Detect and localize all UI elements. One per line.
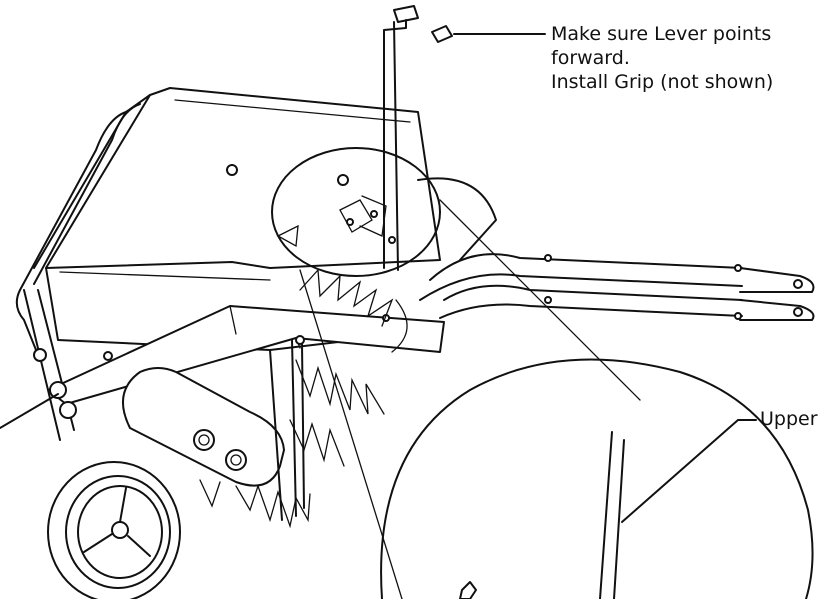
left-callout-leader — [0, 393, 59, 429]
lever-callout-line-3: Install Grip (not shown) — [551, 71, 774, 93]
center-post — [269, 339, 305, 521]
detail-circle-large — [380, 358, 814, 599]
lever-callout-label: Make sure Lever points forward. Install … — [551, 22, 773, 94]
wheel — [47, 381, 181, 599]
tow-hitch-arms — [417, 177, 815, 321]
lever-callout-line-1: Make sure Lever points — [551, 23, 772, 45]
detail-connectors — [299, 199, 641, 599]
lever — [383, 5, 453, 271]
spike-tines — [199, 268, 408, 529]
chain-guard — [122, 367, 285, 487]
upper-callout-label: Upper — [760, 408, 818, 430]
upper-callout-leader — [621, 419, 757, 523]
lever-callout-line-2: forward. — [551, 47, 630, 69]
detail-circle-small — [271, 147, 441, 277]
grip-piece — [431, 25, 453, 43]
wheel-hub-upper — [59, 401, 77, 419]
